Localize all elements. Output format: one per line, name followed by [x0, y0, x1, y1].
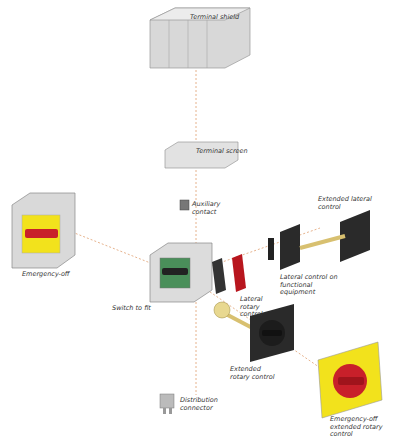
switch-body: [150, 243, 212, 302]
switch-to-fit-part: [150, 243, 212, 302]
part-label: Emergency-off extended rotary control: [330, 416, 398, 439]
emergency-off-extended-control: [318, 342, 382, 418]
distribution-connector: [160, 394, 174, 414]
part-label: Auxiliary contact: [192, 201, 232, 216]
leader-line: [72, 232, 158, 266]
knob: [259, 320, 285, 346]
part-label: Lateral control on functional equipment: [280, 274, 340, 297]
shaft: [300, 236, 345, 248]
red-rotary-handle: [232, 254, 246, 292]
part-label: Emergency-off: [22, 271, 82, 279]
part-label: Distribution connector: [180, 397, 230, 412]
red-handle: [25, 229, 58, 238]
knob-handle: [262, 330, 282, 336]
green-front: [160, 258, 190, 288]
yellow-plate: [318, 342, 382, 418]
lateral-rotary-controls: [212, 254, 246, 294]
lateral-control-functional: [268, 224, 300, 270]
part-label: Terminal screen: [196, 148, 251, 156]
part-label: Extended lateral control: [318, 196, 376, 211]
emergency-off-switch: [12, 193, 75, 268]
connector-pin: [163, 408, 166, 414]
handle: [268, 238, 274, 260]
connector-body: [160, 394, 174, 408]
switch-body: [12, 193, 75, 268]
part-label: Switch to fit: [112, 305, 157, 313]
leader-line: [196, 70, 197, 395]
shield-rib: [207, 20, 208, 68]
black-rotary-handle: [212, 258, 226, 294]
leader-lines: [72, 70, 345, 395]
black-handle: [162, 268, 188, 275]
terminal-shield: [150, 8, 250, 68]
connector-pin: [169, 408, 172, 414]
part-label: Extended rotary control: [230, 366, 280, 381]
part-label: Terminal shield: [190, 14, 250, 22]
plate: [280, 224, 300, 270]
red-handle: [338, 377, 364, 385]
shield-body: [150, 8, 250, 68]
part-label: Lateral rotary control: [240, 296, 278, 319]
yellow-plate: [22, 215, 60, 253]
shield-rib: [188, 20, 189, 68]
shield-rib: [169, 20, 170, 68]
auxiliary-contact-part: [180, 200, 189, 210]
extended-lateral-control: [300, 210, 370, 262]
red-knob: [333, 364, 367, 398]
shaft-end: [214, 302, 230, 318]
